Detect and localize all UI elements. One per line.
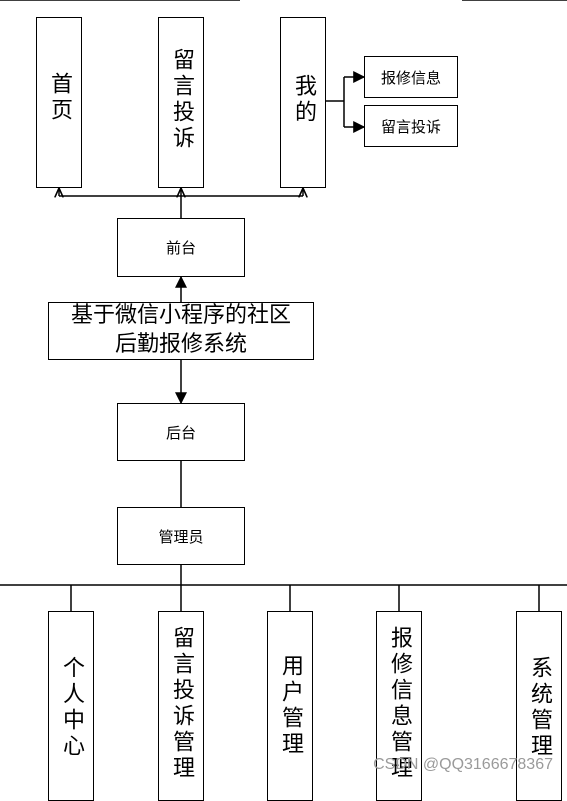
backend-node-label: 后台: [165, 423, 196, 442]
connector-lines: [0, 0, 567, 611]
frontend-module-message: 留言投诉: [158, 17, 204, 188]
frontend-module-home: 首页: [36, 17, 82, 188]
backend-module-message-mgmt-label: 留言投诉管理: [169, 626, 194, 782]
mine-submenu-message: 留言投诉: [364, 105, 458, 147]
mine-submenu-repair-info: 报修信息: [364, 56, 458, 98]
frontend-module-message-label: 留言投诉: [169, 48, 194, 152]
admin-node: 管理员: [117, 507, 245, 565]
frontend-module-home-label: 首页: [47, 72, 72, 124]
backend-module-user-mgmt-label: 用户管理: [278, 654, 303, 758]
frontend-module-mine: 我的: [280, 17, 326, 188]
root-system-node: 基于微信小程序的社区 后勤报修系统: [48, 302, 314, 360]
frontend-node: 前台: [117, 218, 245, 277]
watermark-text: CSDN @QQ3166678367: [373, 756, 553, 773]
frontend-node-label: 前台: [165, 239, 196, 257]
mine-submenu-message-label: 留言投诉: [380, 117, 441, 136]
frontend-module-mine-label: 我的: [291, 74, 316, 126]
backend-module-user-mgmt: 用户管理: [267, 611, 313, 801]
backend-node: 后台: [117, 403, 245, 461]
backend-module-personal-center: 个人中心: [48, 611, 94, 801]
backend-module-message-mgmt: 留言投诉管理: [158, 611, 204, 801]
backend-module-system-mgmt-label: 系统管理: [527, 656, 552, 760]
backend-module-repair-mgmt-label: 报修信息管理: [387, 626, 412, 782]
backend-module-system-mgmt: 系统管理: [516, 611, 562, 801]
admin-node-label: 管理员: [158, 527, 204, 546]
backend-module-personal-center-label: 个人中心: [59, 656, 84, 760]
mine-submenu-repair-info-label: 报修信息: [380, 68, 441, 87]
root-system-label: 基于微信小程序的社区 后勤报修系统: [70, 303, 291, 357]
